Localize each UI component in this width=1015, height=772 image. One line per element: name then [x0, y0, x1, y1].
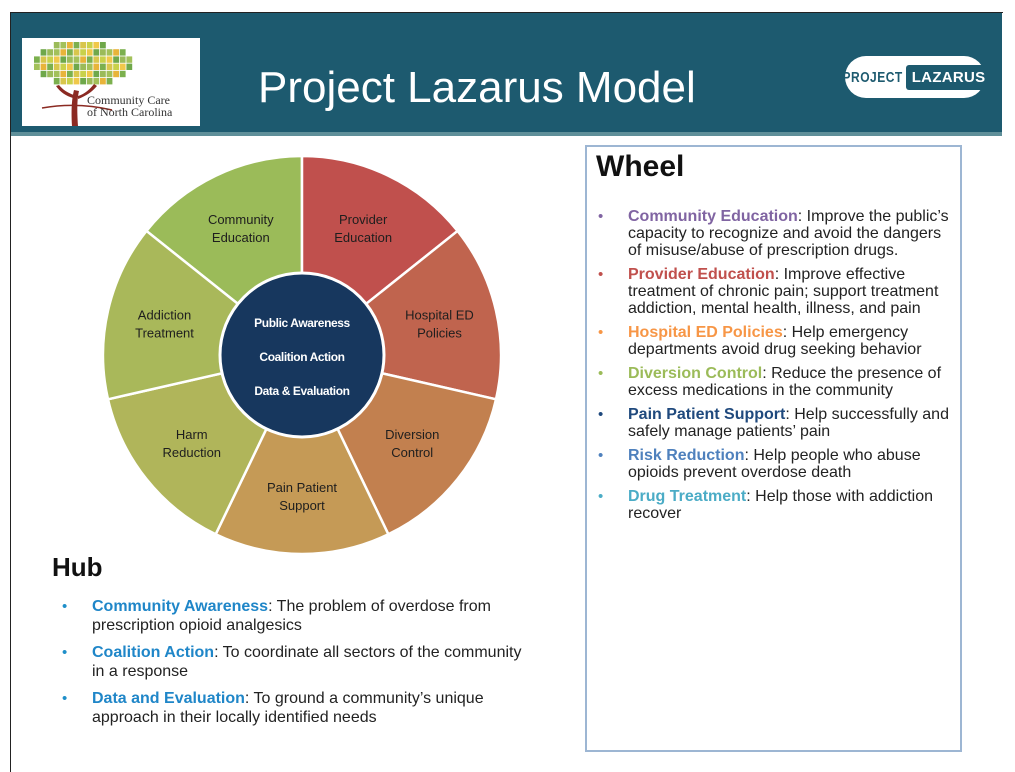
wheel-item-text: : Improve the public’s capacity to recog… — [628, 208, 949, 259]
project-lazarus-logo: PROJECT LAZARUS — [843, 56, 992, 98]
wheel-item-text: : Help those with addiction recover — [628, 488, 934, 522]
wheel-item-term: Provider Education — [628, 266, 775, 283]
header-divider — [11, 132, 1002, 136]
hub-item-term: Data and Evaluation — [92, 690, 245, 707]
org-name-line1: Community Care — [87, 93, 170, 107]
hub-item-text: : To ground a community’s unique approac… — [92, 690, 484, 726]
wheel-list-item: • Community Education: Improve the public… — [598, 208, 958, 259]
org-name: Community Care of North Carolina — [87, 94, 199, 118]
wheel-item-text: : Help successfully and safely manage pa… — [628, 406, 949, 440]
bullet-icon: • — [62, 598, 68, 615]
wheel-item-text: : Reduce the presence of excess medicati… — [628, 365, 942, 399]
badge-large-text: LAZARUS — [905, 64, 992, 90]
tree-logo-icon — [34, 42, 133, 126]
wheel-list-item: • Hospital ED Policies: Help emergency de… — [598, 324, 958, 358]
wheel-item-term: Community Education — [628, 208, 798, 225]
bullet-icon: • — [598, 406, 604, 423]
hub-item-term: Community Awareness — [92, 598, 269, 615]
wheel-item-term: Pain Patient Support — [628, 406, 786, 423]
hub-item-text: : The problem of overdose from prescript… — [92, 598, 491, 634]
wheel-item-text: : Help people who abuse opioids prevent … — [628, 447, 921, 481]
hub-list-item: • Data and Evaluation: To ground a commun… — [58, 689, 528, 727]
wheel-list-item: • Diversion Control: Reduce the presence … — [598, 365, 958, 399]
slide-frame — [10, 12, 1003, 772]
wheel-item-term: Hospital ED Policies — [628, 324, 783, 341]
wheel-list: • Community Education: Improve the public… — [598, 208, 958, 529]
hub-list-item: • Coalition Action: To coordinate all sec… — [58, 643, 528, 681]
bullet-icon: • — [598, 324, 604, 341]
page-title: Project Lazarus Model — [258, 63, 696, 112]
hub-item-text: : To coordinate all sectors of the commu… — [92, 644, 522, 680]
wheel-list-item: • Pain Patient Support: Help successfully… — [598, 406, 958, 440]
badge-small-text: PROJECT — [842, 68, 903, 86]
org-logo — [22, 38, 200, 126]
wheel-segment — [213, 352, 391, 556]
wheel-hub — [218, 271, 386, 439]
bullet-icon: • — [598, 365, 604, 382]
wheel-list-item: • Drug Treatment: Help those with addicti… — [598, 488, 958, 522]
wheel-list-item: • Provider Education: Improve effective t… — [598, 266, 958, 317]
wheel-item-text: : Improve effective treatment of chronic… — [628, 266, 939, 317]
wheel-item-term: Diversion Control — [628, 365, 763, 382]
wheel-item-text: : Help emergency departments avoid drug … — [628, 324, 922, 358]
wheel-item-term: Drug Treatment — [628, 488, 747, 505]
wheel-list-item: • Risk Reduction: Help people who abuse o… — [598, 447, 958, 481]
bullet-icon: • — [598, 208, 604, 225]
hub-item-term: Coalition Action — [92, 644, 215, 661]
bullet-icon: • — [598, 488, 604, 505]
hub-list: • Community Awareness: The problem of ove… — [58, 597, 528, 735]
hub-list-item: • Community Awareness: The problem of ove… — [58, 597, 528, 635]
bullet-icon: • — [598, 447, 604, 464]
hub-heading: Hub — [52, 552, 103, 582]
wheel-hub-label: Data & Evaluation — [254, 384, 349, 398]
bullet-icon: • — [62, 690, 68, 707]
wheel-item-term: Risk Reduction — [628, 447, 745, 464]
bullet-icon: • — [62, 644, 68, 661]
wheel-heading: Wheel — [596, 150, 685, 183]
wheel-panel — [585, 145, 962, 752]
org-name-line2: of North Carolina — [87, 105, 173, 119]
wheel-hub-label: Public Awareness — [254, 316, 350, 330]
bullet-icon: • — [598, 266, 604, 283]
wheel-hub-label: Coalition Action — [259, 350, 344, 364]
